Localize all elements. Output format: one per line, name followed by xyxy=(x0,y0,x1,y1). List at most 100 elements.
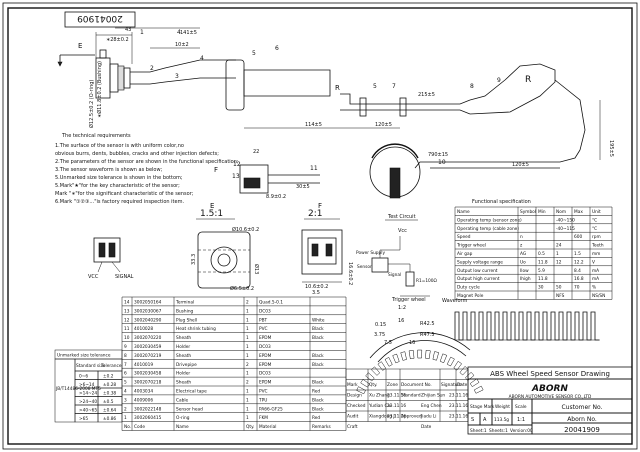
func-cell: 11.8 xyxy=(538,276,548,282)
wheel-tooth xyxy=(371,366,381,376)
test-psu: Power Supply xyxy=(356,250,385,256)
callout-3: 3 xyxy=(175,73,179,80)
bom-cell: Sheath xyxy=(176,335,191,341)
rev-cell: 23.11.16 xyxy=(449,393,468,399)
tol-value: ±0.5 xyxy=(103,399,114,405)
tech-line-1: 1.The surface of the sensor is with unif… xyxy=(55,143,184,149)
bom-cell: Holder xyxy=(176,344,190,350)
company-logo: ABORN xyxy=(531,384,568,394)
company-name: ABORN AUTOMOTIVE SENSOR CO.,LTD xyxy=(509,394,592,400)
technical-requirements: The technical requirements 1.The surface… xyxy=(55,133,239,205)
bom-cell: 1 xyxy=(246,317,249,323)
func-cell: 5.9 xyxy=(538,268,545,274)
dim-790: 790±15 xyxy=(428,152,448,158)
customer-no-label: Customer No. xyxy=(561,404,602,411)
rev-cell: Audit xyxy=(347,414,359,420)
view-f-label-top: F xyxy=(214,166,218,174)
bom-cell: 14 xyxy=(124,300,130,306)
wheel-tooth xyxy=(408,350,415,360)
bom-cell: Cable xyxy=(176,397,189,403)
dim-120-a: 120±5 xyxy=(375,122,392,128)
tol-value: ±0.2 xyxy=(103,373,114,379)
bom-cell: Black xyxy=(312,326,324,332)
test-sensor: Sensor xyxy=(357,264,372,270)
view-e-label-top: E xyxy=(78,42,82,50)
rev-cell: Xu Zhang xyxy=(369,393,390,399)
callout-4: 4 xyxy=(200,55,204,62)
bom-cell: Name xyxy=(176,424,189,430)
rev-cell: 23.11.16 xyxy=(387,403,406,409)
rev-cell: Yudian Cai xyxy=(368,403,391,409)
bom-cell: Code xyxy=(134,424,145,430)
wheel-tooth xyxy=(400,351,407,361)
bom-cell: 9 xyxy=(124,344,127,350)
bom-cell: PVC xyxy=(259,326,268,332)
func-cell: 11.8 xyxy=(538,259,548,265)
aborn-no-label: Aborn No. xyxy=(567,416,597,423)
dim-6-5: Ø6.5±0.2 xyxy=(230,285,254,292)
func-cell: mm xyxy=(592,252,600,257)
bom-cell: White xyxy=(312,317,325,323)
tol-std: Standard size xyxy=(76,363,106,369)
drawing-number-stamp: 20041909 xyxy=(64,11,136,28)
bom-cell: Black xyxy=(312,362,324,368)
test-circuit: Test Circuit Vcc Power Supply Sensor Sig… xyxy=(356,214,468,311)
bom-cell: 1 xyxy=(246,371,249,377)
tol-range: >65 xyxy=(79,416,88,422)
rev-cell: 23.11.16 xyxy=(387,393,406,399)
tol-range: 0~6 xyxy=(79,373,88,379)
bom-cell: 4009006 xyxy=(134,397,153,403)
callout-8: 8 xyxy=(470,83,474,90)
bom-cell: 4 xyxy=(124,389,127,395)
tol-range: >24~40 xyxy=(79,399,97,405)
tol-range: >6~14 xyxy=(79,382,95,388)
dim-16-wheel: 16 xyxy=(398,318,404,324)
dim-141: 141±5 xyxy=(180,30,197,36)
view-e-label: E xyxy=(210,202,214,210)
dim-28: ∗28±0.2 xyxy=(106,37,129,43)
dim-7-5: 7.5 xyxy=(384,340,392,346)
dim-16-6: 16.6±0.2 xyxy=(347,262,353,285)
bom-cell: 3002040290 xyxy=(134,317,162,323)
bom-cell: 1 xyxy=(246,326,249,332)
tol-value: ±0.28 xyxy=(103,382,116,388)
rev-cell: Checked xyxy=(347,403,366,409)
bom-cell: Sheath xyxy=(176,380,191,386)
bom-cell: DC03 xyxy=(259,308,271,314)
func-cell: Ilow xyxy=(520,268,529,274)
func-header: Max xyxy=(574,209,583,215)
trigger-wheel: 0.15 16 R42.5 R47.5 3.75 7.5 16 xyxy=(356,318,484,395)
func-header: Name xyxy=(457,209,470,215)
func-cell: -40~150 xyxy=(556,217,575,223)
rev-header: Zone xyxy=(387,382,398,388)
func-cell: Trigger wheel xyxy=(456,243,486,249)
callout-13: 13 xyxy=(232,173,240,180)
holder-9 xyxy=(469,63,556,115)
dim-13: Ø13 xyxy=(253,264,260,274)
rev-cell: 23.11.16 xyxy=(387,414,406,420)
dim-r42-5: R42.5 xyxy=(420,321,435,327)
wheel-tooth xyxy=(459,366,469,376)
bom-cell: 13 xyxy=(124,308,130,314)
trigger-wheel-label: Trigger wheel xyxy=(391,297,426,303)
tol-value: ±0.64 xyxy=(103,407,116,413)
func-cell: Supply voltage range xyxy=(457,259,503,265)
waveform-label: Waveform xyxy=(442,298,468,304)
func-title: Functional specification xyxy=(472,199,531,205)
tol-th: Tolerance xyxy=(100,363,122,369)
bom-cell: No. xyxy=(124,424,131,430)
dim-10: 10±2 xyxy=(175,42,189,48)
rev-cell: Eng Chen xyxy=(421,403,442,409)
bom-cell: Black xyxy=(312,335,324,341)
func-cell: Operating temp (cable zone) xyxy=(457,226,519,232)
rev-header: Qty. xyxy=(369,382,377,388)
dim-10-6-f: 10.6±0.2 xyxy=(305,284,328,290)
bom-cell: Bushing xyxy=(176,308,194,314)
bom-cell: 7 xyxy=(124,362,127,368)
dim-16-b: 16 xyxy=(409,340,415,346)
holder-6 xyxy=(243,69,331,97)
func-cell: Speed xyxy=(457,234,471,240)
bom-cell: 1 xyxy=(246,344,249,350)
